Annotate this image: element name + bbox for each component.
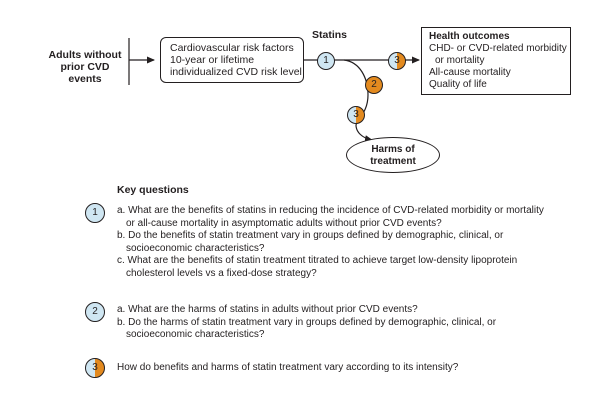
harms-line-2: treatment: [370, 156, 416, 167]
risk-factors-line-3: individualized CVD risk level: [170, 66, 302, 78]
q1-line-1: a. What are the benefits of statins in r…: [117, 205, 544, 216]
harms-ellipse: Harms of treatment: [346, 137, 440, 173]
risk-factors-box: Cardiovascular risk factors 10-year or l…: [160, 37, 304, 83]
health-outcomes-title: Health outcomes: [429, 31, 510, 42]
key-question-2-badge: 2: [365, 76, 383, 94]
population-line-1: Adults without: [48, 49, 122, 61]
q2-line-2: b. Do the harms of statin treatment vary…: [117, 316, 497, 328]
outcome-line-3: All-cause mortality: [429, 67, 511, 78]
outcome-line-2: or mortality: [435, 55, 485, 66]
population-line-2: prior CVD events: [60, 61, 110, 85]
key-question-3-marker: 3: [85, 358, 105, 378]
q1-line-2: or all-cause mortality in asymptomatic a…: [126, 217, 442, 229]
q1-line-4: socioeconomic characteristics?: [126, 242, 265, 254]
q2-line-1: a. What are the harms of statins in adul…: [117, 304, 418, 315]
key-question-3-badge-outcomes: 3: [388, 52, 406, 70]
q1-line-3: b. Do the benefits of statin treatment v…: [117, 230, 504, 241]
q2-line-3: socioeconomic characteristics?: [126, 329, 265, 340]
key-question-1-marker: 1: [85, 203, 105, 223]
statins-label: Statins: [312, 29, 348, 41]
population-label: Adults without prior CVD events: [44, 49, 126, 85]
q3-text: How do benefits and harms of statin trea…: [117, 362, 459, 373]
outcome-line-4: Quality of life: [429, 79, 487, 90]
risk-factors-line-1: Cardiovascular risk factors: [170, 42, 294, 54]
q1-line-5: c. What are the benefits of statin treat…: [117, 255, 518, 266]
key-question-2-marker: 2: [85, 302, 105, 322]
q1-line-6: cholesterol levels vs a fixed-dose strat…: [126, 267, 317, 279]
outcome-line-1: CHD- or CVD-related morbidity: [429, 43, 567, 54]
arrow-statins-to-harms: [343, 59, 373, 143]
key-question-3-badge-harms: 3: [347, 106, 365, 124]
risk-factors-line-2: 10-year or lifetime: [170, 54, 255, 66]
key-question-1-badge: 1: [317, 52, 335, 70]
key-questions-title: Key questions: [117, 184, 189, 196]
harms-line-1: Harms of: [371, 144, 415, 155]
health-outcomes-box: Health outcomes CHD- or CVD-related morb…: [421, 27, 571, 95]
